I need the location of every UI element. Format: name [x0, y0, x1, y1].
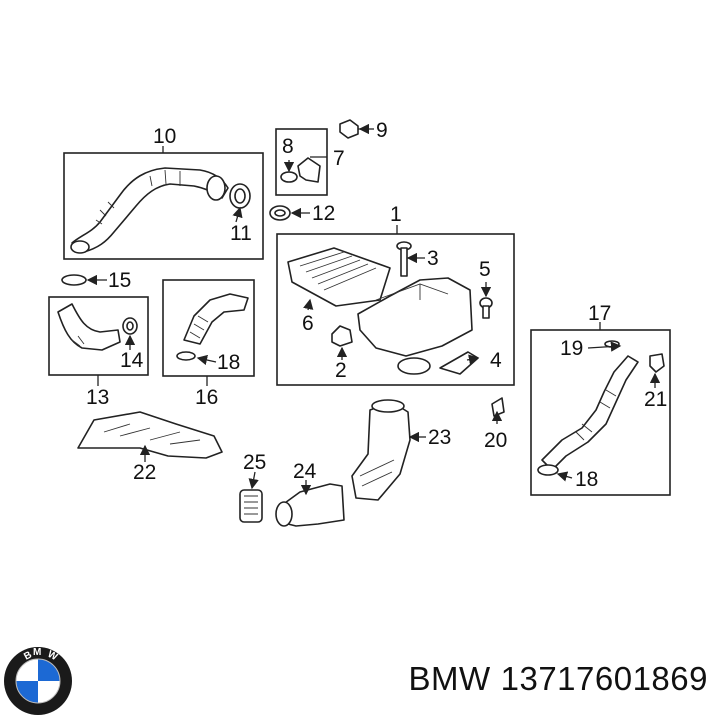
- callout-21: 21: [644, 388, 667, 411]
- logo-letter-b: B: [22, 650, 34, 663]
- part-4-bracket: [439, 351, 479, 375]
- part-20-bracket: [491, 397, 505, 417]
- callout-25: 25: [243, 451, 266, 474]
- callout-4: 4: [490, 349, 502, 372]
- callout-19: 19: [560, 337, 583, 360]
- part-11-clamp-ring: [229, 183, 251, 209]
- callout-16: 16: [195, 386, 218, 409]
- callout-22: 22: [133, 461, 156, 484]
- part-3-bolt: [396, 241, 412, 277]
- part-7-bracket: [297, 157, 321, 183]
- part-24-duct: [275, 483, 345, 527]
- part-17-hose: [537, 355, 639, 476]
- part-15-seal: [61, 274, 87, 286]
- part-22-air-guide: [77, 411, 223, 459]
- part-14-ring: [122, 317, 138, 335]
- callout-14: 14: [120, 349, 144, 372]
- leader-lines: [86, 123, 661, 496]
- callout-7: 7: [333, 147, 345, 170]
- callout-15: 15: [108, 269, 131, 292]
- footer-part-number: 13717601869: [500, 660, 708, 697]
- part-10-intake-duct: [70, 167, 229, 254]
- callout-10: 10: [153, 125, 176, 148]
- callout-6: 6: [302, 312, 314, 335]
- callout-24: 24: [293, 460, 317, 483]
- callout-5: 5: [479, 258, 491, 281]
- callout-9: 9: [376, 119, 388, 142]
- callout-13: 13: [86, 386, 109, 409]
- callout-12: 12: [312, 202, 335, 225]
- callout-20: 20: [484, 429, 507, 452]
- logo-letter-m: M: [33, 647, 41, 658]
- callout-23: 23: [428, 426, 451, 449]
- callout-3: 3: [427, 247, 439, 270]
- part-6-filter-element: [287, 247, 391, 307]
- part-2-grommet: [331, 325, 353, 347]
- callout-18: 18: [217, 351, 240, 374]
- frame-group-7: [275, 128, 328, 196]
- part-12-hose-clamp: [269, 205, 291, 221]
- frame-group-16: [162, 279, 255, 377]
- callout-2: 2: [335, 359, 347, 382]
- part-8-clip: [280, 171, 298, 183]
- footer-brand: BMW: [408, 660, 491, 697]
- callout-11: 11: [230, 222, 252, 245]
- frame-group-1: [276, 233, 515, 386]
- bmw-logo-icon: B M W: [4, 647, 72, 715]
- callout-8: 8: [282, 135, 294, 158]
- part-housing: [357, 277, 473, 375]
- part-21-sensor: [649, 353, 665, 373]
- part-5-screw: [479, 297, 493, 319]
- callout-17: 17: [588, 302, 611, 325]
- part-16-hose: [176, 293, 249, 361]
- callout-1: 1: [390, 203, 402, 226]
- part-25-grille: [239, 489, 263, 523]
- part-23-intake-snorkel: [351, 399, 411, 501]
- callout-18b: 18: [575, 468, 598, 491]
- part-13-hose: [57, 303, 121, 351]
